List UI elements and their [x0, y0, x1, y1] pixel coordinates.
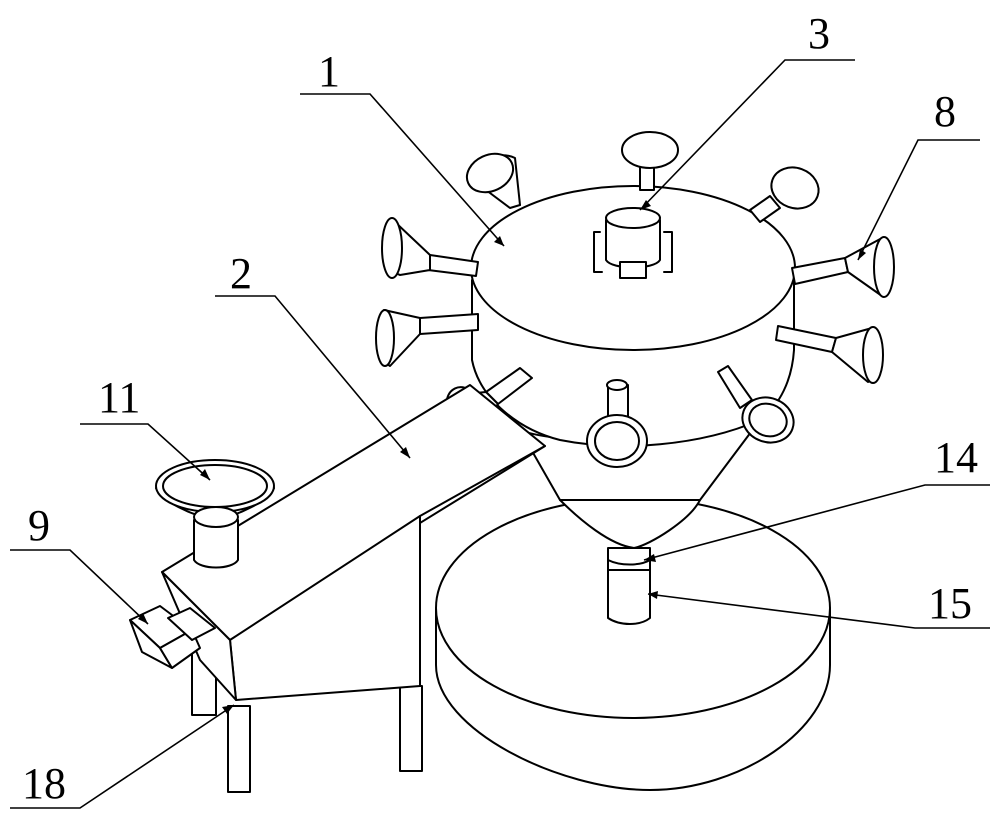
label-8: 8 [934, 87, 956, 136]
label-15: 15 [928, 579, 972, 628]
conveyor-trough [161, 384, 546, 701]
outlet-pipe [607, 569, 651, 625]
reference-numerals: 1 2 3 8 9 11 14 15 18 [22, 9, 978, 808]
label-2: 2 [230, 249, 252, 298]
feed-funnel [155, 459, 275, 569]
top-motor [593, 207, 673, 279]
label-18: 18 [22, 759, 66, 808]
main-body [470, 185, 796, 447]
side-motor [129, 605, 216, 669]
funnel-nozzles [375, 131, 895, 468]
label-11: 11 [98, 373, 140, 422]
label-9: 9 [28, 501, 50, 550]
label-3: 3 [808, 9, 830, 58]
label-14: 14 [934, 433, 978, 482]
label-1: 1 [318, 47, 340, 96]
leader-lines [10, 59, 990, 809]
outlet-coupling [607, 547, 651, 571]
